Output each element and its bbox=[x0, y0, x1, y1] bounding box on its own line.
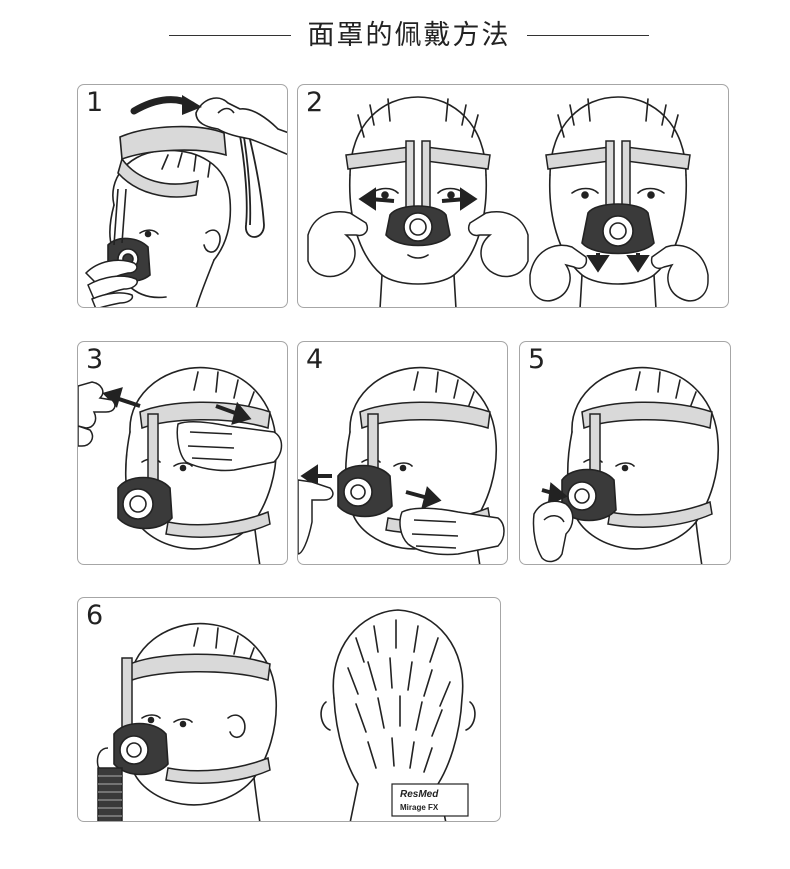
step-4-illustration bbox=[298, 366, 505, 564]
step-number: 3 bbox=[86, 344, 104, 375]
model-name: Mirage FX bbox=[400, 803, 439, 812]
step-number: 6 bbox=[86, 600, 104, 631]
title-rule-right bbox=[527, 35, 649, 36]
title-rule-left bbox=[169, 35, 291, 36]
step-number: 5 bbox=[528, 344, 546, 375]
page-title: 面罩的佩戴方法 bbox=[307, 20, 511, 51]
title-row: 面罩的佩戴方法 bbox=[0, 14, 790, 58]
step-panel-6: 6 bbox=[77, 597, 501, 822]
step-5-illustration bbox=[532, 366, 720, 564]
brand-name: ResMed bbox=[400, 789, 439, 800]
step-panel-2: 2 bbox=[297, 84, 729, 308]
step-panel-5: 5 bbox=[519, 341, 731, 565]
step-panel-4: 4 bbox=[297, 341, 508, 565]
step-number: 4 bbox=[306, 344, 324, 375]
step-number: 1 bbox=[86, 87, 104, 118]
step-panel-3: 3 bbox=[77, 341, 288, 565]
step-6-illustration: ResMed Mirage FX bbox=[96, 609, 476, 821]
step-3-illustration bbox=[78, 366, 283, 564]
step-number: 2 bbox=[306, 87, 324, 118]
step-1-illustration bbox=[84, 95, 287, 307]
step-panel-1: 1 bbox=[77, 84, 288, 308]
step-2-illustration bbox=[307, 96, 709, 307]
product-label bbox=[391, 783, 469, 817]
